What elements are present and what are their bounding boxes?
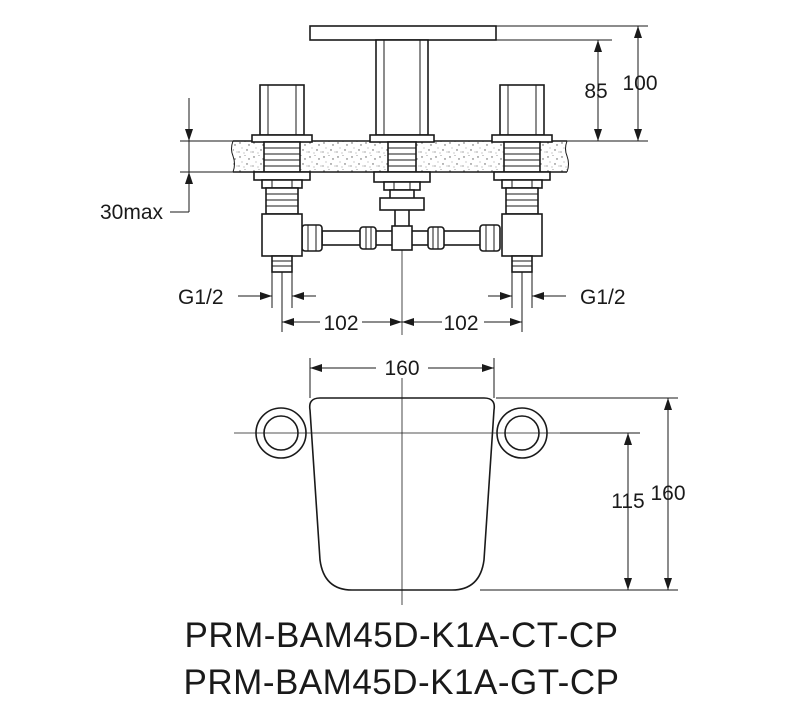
left-valve [251, 84, 313, 273]
top-width-dimension [309, 358, 495, 398]
deck-thickness-dimension [170, 98, 233, 213]
dim-spacing-right: 102 [443, 312, 478, 335]
dim-thread-right: G1/2 [580, 286, 626, 309]
plan-view: 160 115 160 [234, 357, 686, 605]
product-code-1: PRM-BAM45D-K1A-CT-CP [184, 616, 619, 655]
right-handle-outer [496, 407, 548, 459]
spacing-dimensions [281, 272, 523, 332]
spout [309, 25, 497, 239]
left-handle-inner [263, 415, 299, 451]
dim-spacing-left: 102 [323, 312, 358, 335]
thread-dimensions [238, 272, 566, 308]
dim-spout-height: 85 [584, 80, 607, 103]
left-handle-outer [255, 407, 307, 459]
elevation-view: 85 100 30max G1/2 G1/2 [100, 25, 658, 335]
dim-total-height: 100 [622, 72, 657, 95]
dim-plan-depth-inner: 115 [611, 490, 644, 513]
dim-plan-depth: 160 [650, 482, 685, 505]
right-valve [491, 84, 553, 273]
connecting-pipe [301, 197, 501, 252]
plan-depth-dimensions [480, 397, 678, 591]
height-dimensions [432, 25, 648, 142]
product-code-2: PRM-BAM45D-K1A-GT-CP [183, 663, 620, 702]
dim-thread-left: G1/2 [178, 286, 224, 309]
right-handle-inner [504, 415, 540, 451]
spout-plan-outline [308, 397, 496, 591]
dim-deck-thickness: 30max [100, 201, 164, 224]
dim-top-width: 160 [384, 357, 419, 380]
